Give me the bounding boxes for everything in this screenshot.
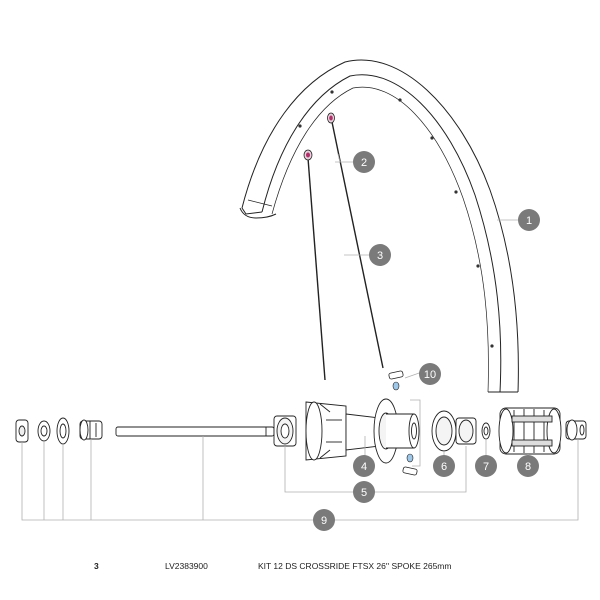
svg-text:4: 4 <box>361 461 367 473</box>
rim-spoke-holes <box>298 90 494 348</box>
pawl-spring-icon <box>392 381 414 463</box>
callout-3[interactable]: 3 <box>369 244 391 266</box>
bearing-right <box>455 417 477 445</box>
left-endcap <box>79 419 103 441</box>
left-locknut <box>15 419 29 443</box>
axle <box>115 426 275 437</box>
callout-10[interactable]: 10 <box>419 363 441 385</box>
callout-5[interactable]: 5 <box>353 481 375 503</box>
svg-text:3: 3 <box>377 250 383 262</box>
left-spacer <box>37 420 51 442</box>
callout-6[interactable]: 6 <box>433 455 455 477</box>
svg-text:10: 10 <box>424 369 436 381</box>
svg-text:2: 2 <box>361 157 367 169</box>
svg-text:8: 8 <box>525 461 531 473</box>
svg-text:1: 1 <box>526 215 532 227</box>
freehub-body <box>498 407 562 455</box>
svg-text:7: 7 <box>483 461 489 473</box>
callout-1[interactable]: 1 <box>518 209 540 231</box>
reference-number: 3 <box>94 561 99 571</box>
svg-text:9: 9 <box>321 515 327 527</box>
rim <box>239 59 519 393</box>
left-washer <box>56 417 70 445</box>
svg-text:5: 5 <box>361 487 367 499</box>
callout-8[interactable]: 8 <box>517 455 539 477</box>
callout-4[interactable]: 4 <box>353 455 375 477</box>
svg-text:6: 6 <box>441 461 447 473</box>
pawl-icon <box>388 370 418 476</box>
right-endcap <box>565 419 587 441</box>
callout-9[interactable]: 9 <box>313 509 335 531</box>
spacer-ring <box>481 422 491 440</box>
nipple-icon <box>303 112 335 161</box>
callout-7[interactable]: 7 <box>475 455 497 477</box>
spokes <box>307 121 386 381</box>
bearing-left <box>273 415 297 447</box>
hub-body <box>305 398 420 464</box>
parts-list-row: 3 LV2383900 KIT 12 DS CROSSRIDE FTSX 26'… <box>0 558 600 578</box>
callout-2[interactable]: 2 <box>353 151 375 173</box>
bearing-ring <box>431 410 457 452</box>
part-description: KIT 12 DS CROSSRIDE FTSX 26'' SPOKE 265m… <box>258 561 452 571</box>
part-code: LV2383900 <box>165 561 208 571</box>
leader-lines <box>21 153 579 521</box>
